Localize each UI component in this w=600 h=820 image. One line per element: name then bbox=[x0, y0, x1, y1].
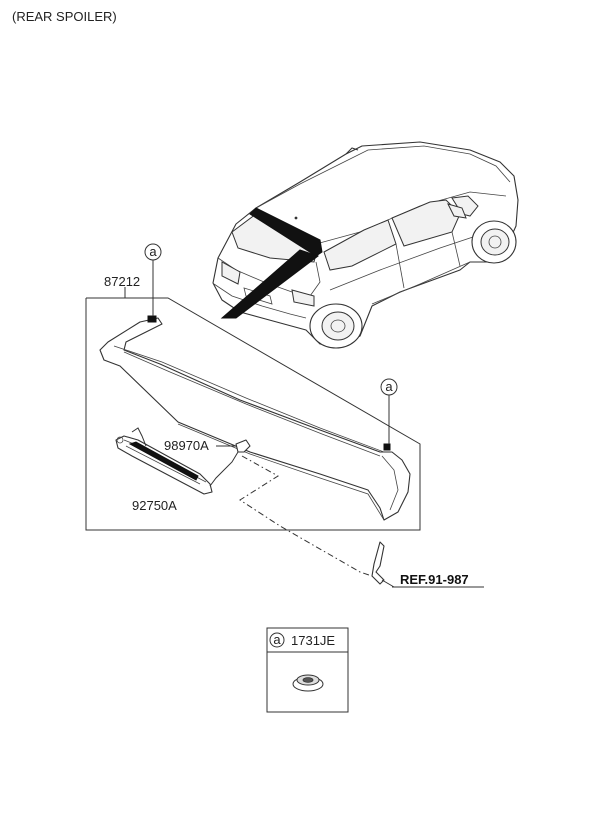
diagram-title: (REAR SPOILER) bbox=[12, 9, 117, 24]
label-spoiler: 87212 bbox=[104, 274, 140, 289]
label-lamp-bracket: 98970A bbox=[164, 438, 209, 453]
legend-marker: a bbox=[273, 632, 281, 647]
reference-hose bbox=[209, 451, 484, 588]
label-reference: REF.91-987 bbox=[400, 572, 469, 587]
spoiler-part bbox=[99, 315, 411, 521]
spoiler-assembly-box bbox=[85, 287, 421, 531]
stop-lamp-part bbox=[115, 427, 213, 495]
callout-a-left-label: a bbox=[149, 244, 157, 259]
vehicle-illustration bbox=[212, 141, 519, 349]
grommet-icon bbox=[292, 674, 324, 692]
callout-a-right: a bbox=[380, 378, 398, 444]
legend-part-number: 1731JE bbox=[291, 633, 335, 648]
lamp-bracket-part bbox=[216, 439, 251, 453]
legend-box: a 1731JE bbox=[266, 627, 349, 713]
callout-a-left: a bbox=[144, 243, 162, 316]
label-stop-lamp: 92750A bbox=[132, 498, 177, 513]
callout-a-right-label: a bbox=[385, 379, 393, 394]
